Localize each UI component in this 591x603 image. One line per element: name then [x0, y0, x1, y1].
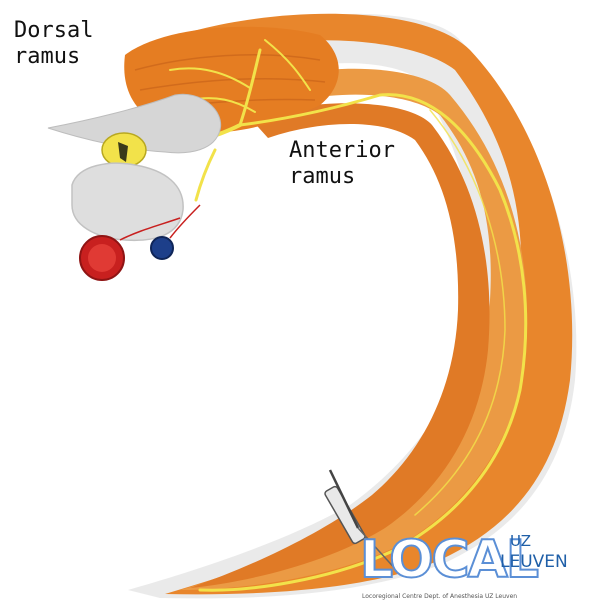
local-uz-leuven-logo: LOCAL UZ LEUVEN Locoregional Centre Dept…	[360, 530, 591, 603]
vertebral-body	[72, 163, 183, 240]
dorsal-ramus-line1: Dorsal	[14, 18, 93, 43]
logo-leuven-text: LEUVEN	[500, 552, 568, 572]
anterior-ramus-line1: Anterior	[289, 138, 395, 163]
anterior-ramus-line2: ramus	[289, 164, 355, 189]
logo-uz-text: UZ	[510, 532, 531, 550]
dorsal-ramus-line2: ramus	[14, 44, 80, 69]
dorsal-ramus-label: Dorsal ramus	[14, 18, 93, 70]
anterior-ramus-label: Anterior ramus	[289, 138, 395, 190]
aorta-lumen	[88, 244, 116, 272]
logo-subtitle: Locoregional Centre Dept. of Anesthesia …	[362, 593, 517, 601]
vena-cava	[151, 237, 173, 259]
